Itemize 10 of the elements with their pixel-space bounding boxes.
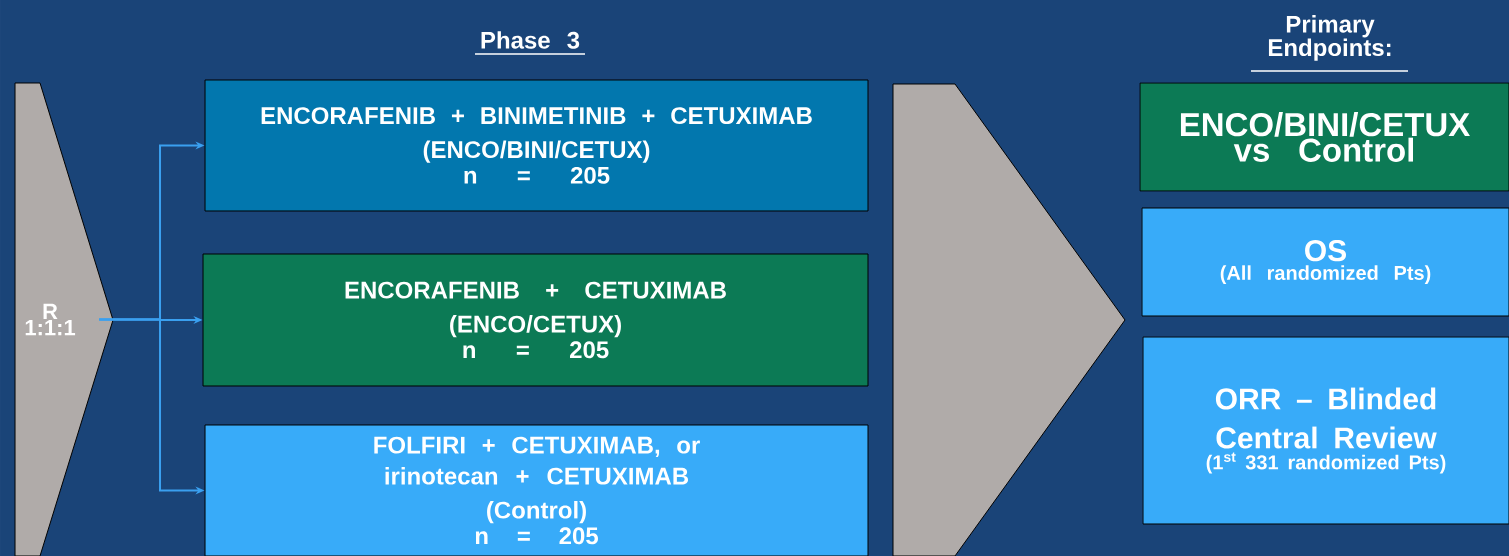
randomization-pentagon: R 1:1:1 [14,82,114,556]
heading: Phase 3 [474,31,586,55]
heading: Primary Endpoints: [1250,15,1409,72]
treatment-arm-box: ENCORAFENIB + BINIMETINIB + CETUXIMAB (ENCO/BINI/CETUX) n = 205 [204,79,869,212]
endpoint-box: ENCO/BINI/CETUX vs Control [1139,82,1509,192]
treatment-arm-box: ENCORAFENIB + CETUXIMAB (ENCO/CETUX) n = 205 [202,253,869,387]
endpoint-box: OS (All randomized Pts) [1141,207,1509,317]
chevron-arrow [892,83,1126,556]
endpoint-box: ORR – Blinded Central Review (1$^{st}$ 331 randomized Pts) [1142,336,1509,525]
treatment-arm-box: FOLFIRI + CETUXIMAB, or irinotecan + CETUXIMAB (Control) n = 205 [204,424,869,556]
